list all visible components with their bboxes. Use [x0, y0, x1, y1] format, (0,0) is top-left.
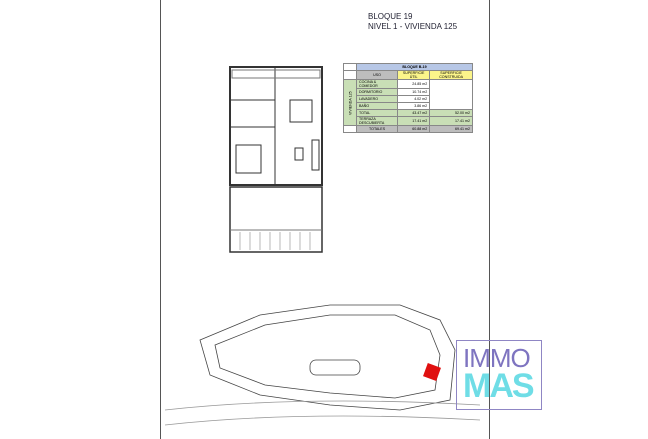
- cell: TOTAL: [355, 109, 399, 117]
- col-uso: USO: [355, 70, 399, 80]
- logo-top: IMMO: [463, 343, 531, 373]
- page-title: BLOQUE 19 NIVEL 1 - VIVIENDA 125: [368, 12, 457, 32]
- cell: TOTALES: [355, 125, 399, 133]
- cell: TERRAZA DESCUBIERTA: [355, 116, 399, 126]
- table-title: BLOQUE B-19: [356, 63, 473, 71]
- cell: LAVADERO: [355, 95, 399, 103]
- cell: 52.00 m2: [429, 109, 473, 117]
- cell: 17.41 m2: [397, 116, 431, 126]
- unit-highlight: [423, 363, 441, 381]
- col-util: SUPERFICIE ÚTIL: [397, 70, 431, 80]
- col-construida: SUPERFICIE CONSTRUIDA: [429, 70, 473, 80]
- cell: COCINA & COMEDOR: [355, 79, 399, 89]
- cell: 24.85 m2: [397, 79, 431, 89]
- cell: 69.41 m2: [429, 125, 473, 133]
- group-label: VIVIENDA 125: [343, 79, 357, 126]
- immomas-logo: IMMO MAS: [456, 340, 542, 410]
- cell: 43.47 m2: [397, 109, 431, 117]
- logo-bottom: MAS: [463, 367, 535, 405]
- cell: BAÑO: [355, 102, 399, 110]
- document-sheet: [160, 0, 490, 439]
- cell: 17.41 m2: [429, 116, 473, 126]
- block-label: BLOQUE 19: [368, 12, 413, 21]
- cell: 10.74 m2: [397, 88, 431, 96]
- cell: 4.02 m2: [397, 95, 431, 103]
- cell: 3.86 m2: [397, 102, 431, 110]
- cell: DORMITORIO: [355, 88, 399, 96]
- cell: 60.88 m2: [397, 125, 431, 133]
- unit-label: NIVEL 1 - VIVIENDA 125: [368, 22, 458, 31]
